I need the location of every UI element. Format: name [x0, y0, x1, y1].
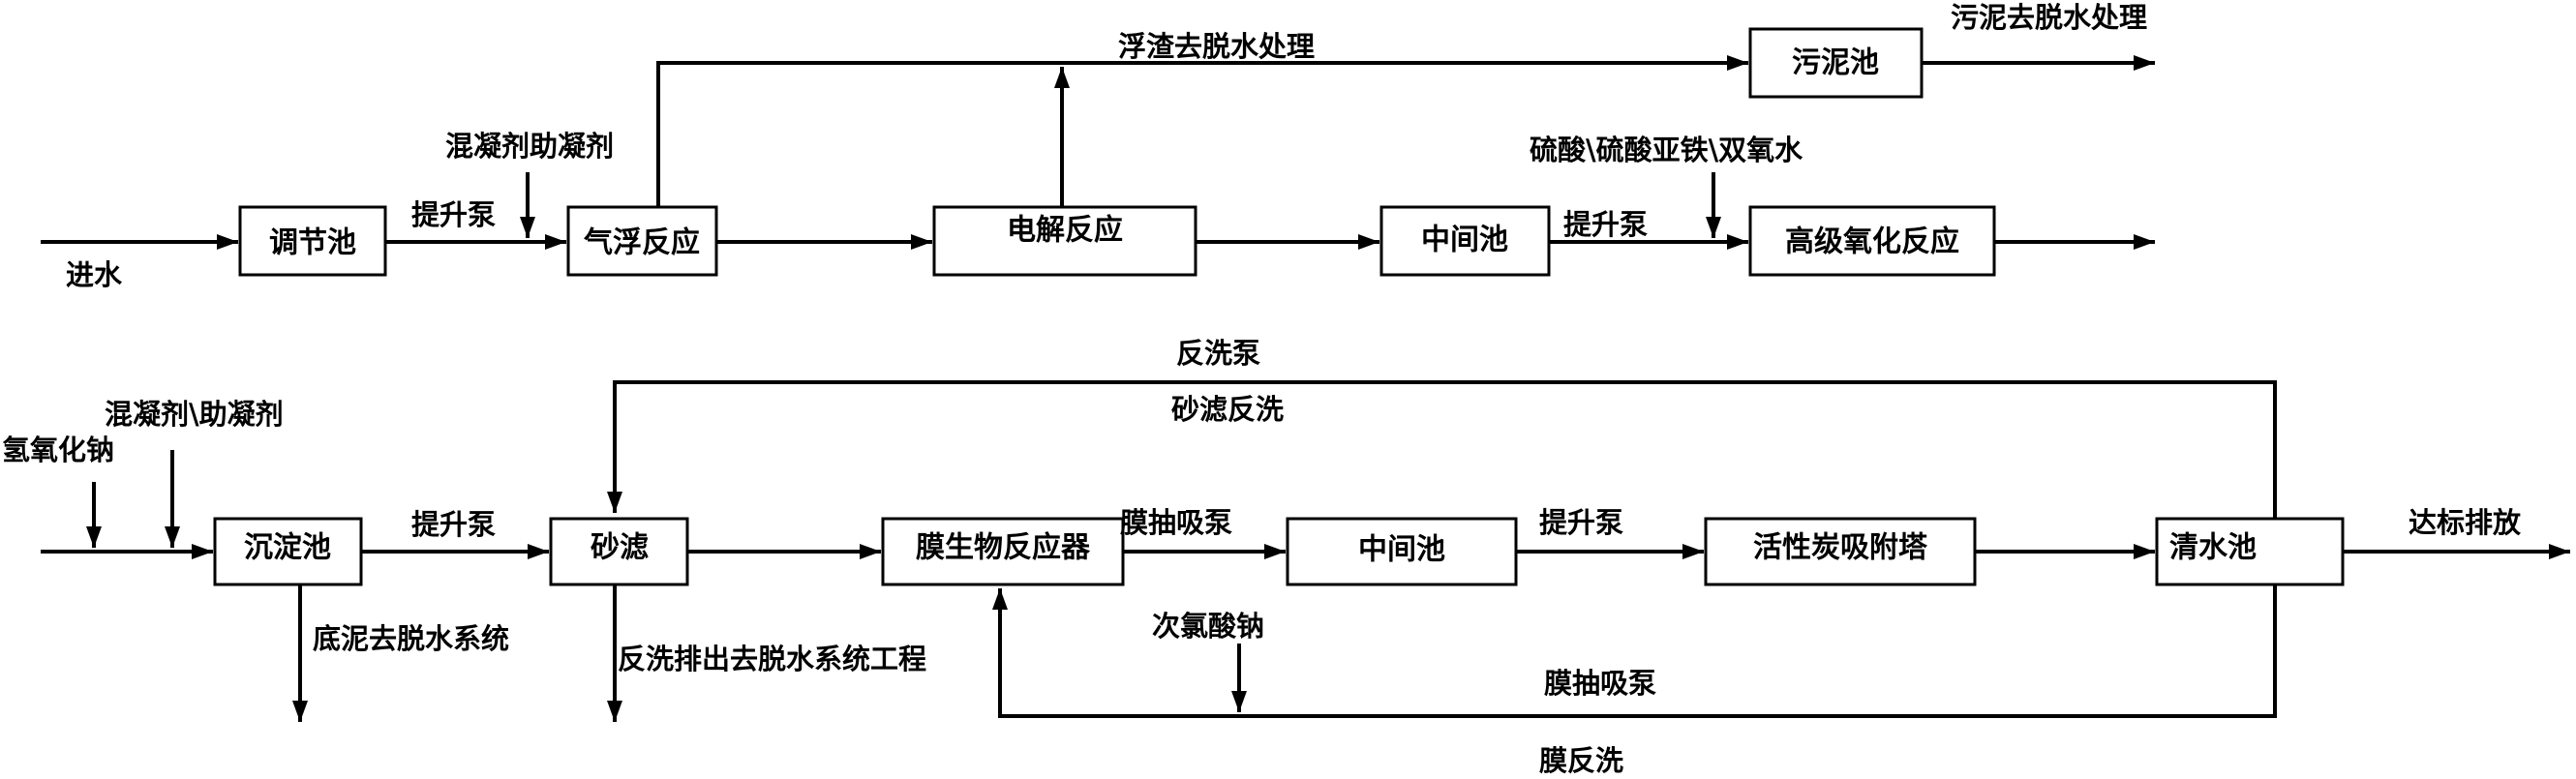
- box-clear-tank-label: 清水池: [2169, 531, 2257, 565]
- label-scum-dewater: 浮渣去脱水处理: [1118, 30, 1315, 63]
- label-backwash-discharge: 反洗排出去脱水系统工程: [618, 643, 926, 675]
- box-adjust-tank: [238, 205, 387, 277]
- label-sand-backwash: 砂滤反洗: [1171, 393, 1284, 426]
- box-middle-tank-2: [1286, 517, 1518, 586]
- box-advanced-oxidation-label: 高级氧化反应: [1785, 225, 1959, 259]
- box-carbon-tower: [1704, 517, 1977, 586]
- label-membrane-backwash: 膜反洗: [1539, 744, 1623, 777]
- label-bottom-sludge: 底泥去脱水系统: [313, 622, 509, 655]
- box-sand-filter-label: 砂滤: [591, 531, 649, 565]
- line-membrane-backwash: [992, 584, 2277, 718]
- label-backwash-pump: 反洗泵: [1176, 337, 1260, 370]
- label-naoh: 氢氧化钠: [2, 434, 114, 466]
- box-middle-tank-2-label: 中间池: [1358, 533, 1445, 567]
- box-air-flotation-label: 气浮反应: [584, 226, 700, 260]
- box-adjust-tank-label: 调节池: [269, 226, 356, 260]
- box-electrolysis-label: 电解反应: [1007, 214, 1123, 248]
- label-membrane-suction-pump: 膜抽吸泵: [1120, 506, 1232, 539]
- box-clear-tank: [2155, 517, 2345, 586]
- box-sludge-tank: [1748, 27, 1924, 99]
- box-settling-tank: [213, 517, 363, 586]
- label-lift-pump-1: 提升泵: [411, 198, 496, 231]
- label-sodium-hypochlorite: 次氯酸钠: [1152, 610, 1264, 643]
- label-inlet: 进水: [66, 258, 123, 291]
- box-air-flotation: [566, 205, 718, 277]
- box-middle-tank-1: [1379, 205, 1551, 277]
- label-coagulant-2: 混凝剂\助凝剂: [105, 398, 284, 431]
- box-middle-tank-1-label: 中间池: [1421, 224, 1508, 257]
- box-electrolysis: [932, 205, 1197, 277]
- box-carbon-tower-label: 活性炭吸附塔: [1753, 531, 1928, 565]
- box-advanced-oxidation: [1748, 205, 1996, 277]
- box-mbr-label: 膜生物反应器: [916, 531, 1091, 565]
- label-membrane-suction-pump-2: 膜抽吸泵: [1544, 667, 1656, 700]
- line-scum-to-sludge-tank: [656, 55, 1748, 207]
- box-mbr: [881, 517, 1125, 586]
- label-discharge: 达标排放: [2409, 506, 2522, 539]
- label-oxidant-dosing: 硫酸\硫酸亚铁\双氧水: [1530, 134, 1803, 166]
- box-settling-tank-label: 沉淀池: [244, 531, 331, 565]
- label-lift-pump-4: 提升泵: [1539, 506, 1623, 539]
- box-sand-filter: [549, 517, 689, 586]
- label-sludge-dewater: 污泥去脱水处理: [1951, 1, 2147, 34]
- line-sand-backwash: [607, 380, 2277, 519]
- box-sludge-tank-label: 污泥池: [1792, 46, 1879, 80]
- label-lift-pump-2: 提升泵: [1563, 208, 1648, 241]
- label-lift-pump-3: 提升泵: [411, 508, 496, 541]
- label-coagulant-1: 混凝剂助凝剂: [445, 130, 614, 163]
